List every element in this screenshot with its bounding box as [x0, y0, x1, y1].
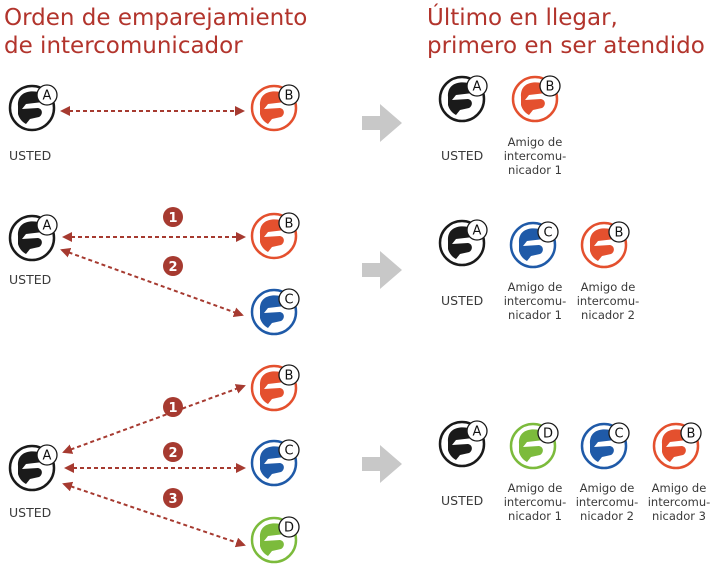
friend-label-1: Amigo de intercomu- nicador 1: [504, 280, 567, 322]
helmet-letter-c: C: [543, 226, 552, 241]
order-badge-1: 1: [163, 207, 183, 227]
order-badge-2: 2: [163, 442, 183, 462]
friend-label-line: nicador 2: [581, 308, 635, 322]
friend-label-line: Amigo de: [581, 280, 636, 294]
friend-label-line: intercomu-: [577, 294, 640, 308]
helmet-letter-b: B: [687, 427, 696, 442]
row-1-right: A USTED B Amigo de intercomu- nicador 1: [438, 75, 567, 177]
order-badge-3: 3: [163, 488, 183, 508]
helmet-b-icon: B: [250, 84, 300, 132]
friend-label-line: nicador 2: [580, 509, 634, 523]
friend-label-line: nicador 1: [508, 308, 562, 322]
title-last-come-first-served: Último en llegar, primero en ser atendid…: [427, 4, 705, 60]
friend-label-line: intercomu-: [504, 294, 567, 308]
friend-label-1: Amigo de intercomu- nicador 1: [504, 481, 567, 523]
title-pairing-order-line-2: de intercomunicador: [4, 33, 243, 59]
helmet-letter-a: A: [43, 89, 52, 104]
you-label: USTED: [9, 505, 51, 520]
title-pairing-order-line-1: Orden de emparejamiento: [4, 5, 308, 31]
helmet-d-icon: D: [250, 516, 300, 564]
friend-label-line: nicador 1: [508, 509, 562, 523]
friend-label-line: nicador 3: [652, 509, 706, 523]
friend-label-line: intercomu-: [648, 495, 711, 509]
title-pairing-order: Orden de emparejamiento de intercomunica…: [4, 4, 307, 60]
order-number: 1: [168, 211, 177, 226]
link-arrow-a-b: [62, 384, 246, 454]
order-badge-1: 1: [163, 397, 183, 417]
friend-label-1: Amigo de intercomu- nicador 1: [504, 135, 567, 177]
friend-label-line: Amigo de: [580, 481, 635, 495]
helmet-letter-d: D: [543, 427, 553, 442]
you-label: USTED: [441, 493, 483, 508]
order-number: 2: [168, 446, 177, 461]
helmet-c-icon: C: [250, 288, 300, 336]
friend-label-2: Amigo de intercomu- nicador 2: [577, 280, 640, 322]
order-number: 1: [168, 401, 177, 416]
result-arrow-icon: [362, 104, 402, 142]
friend-label-line: intercomu-: [576, 495, 639, 509]
result-arrow-icon: [362, 251, 402, 289]
helmet-b-icon: B: [652, 422, 702, 470]
you-label: USTED: [9, 148, 51, 163]
row-2-right: A USTED C B Amigo de intercomu- nicador …: [438, 219, 640, 322]
helmet-letter-a: A: [473, 224, 482, 239]
helmet-you-icon: A: [8, 84, 58, 132]
result-arrow-icon: [362, 445, 402, 483]
row-2-left: A USTED 1 2 B C: [8, 207, 300, 336]
helmet-letter-a: A: [43, 449, 52, 464]
helmet-letter-d: D: [284, 521, 294, 536]
helmet-letter-a: A: [43, 219, 52, 234]
order-number: 2: [168, 260, 177, 275]
helmet-letter-a: A: [473, 80, 482, 95]
friend-label-2: Amigo de intercomu- nicador 2: [576, 481, 639, 523]
you-label: USTED: [441, 293, 483, 308]
link-arrow-a-d: [62, 481, 246, 548]
helmet-b-icon: B: [250, 364, 300, 412]
helmet-d-icon: D: [509, 422, 559, 470]
helmet-letter-c: C: [614, 427, 623, 442]
title-last-come-line-1: Último en llegar,: [427, 5, 618, 31]
helmet-b-icon: B: [250, 212, 300, 260]
row-3-left: A USTED 1 2 3 B C: [8, 364, 300, 564]
helmet-letter-b: B: [285, 89, 294, 104]
helmet-c-icon: C: [250, 439, 300, 487]
helmet-letter-c: C: [284, 293, 293, 308]
helmet-c-icon: C: [509, 221, 559, 269]
helmet-letter-b: B: [615, 226, 624, 241]
helmet-letter-a: A: [473, 425, 482, 440]
friend-label-line: Amigo de: [652, 481, 707, 495]
helmet-you-icon: A: [438, 420, 488, 468]
friend-label-line: intercomu-: [504, 149, 567, 163]
row-3-right: A USTED D C B Amigo de intercomu- nicado…: [438, 420, 711, 523]
helmet-you-icon: A: [438, 219, 488, 267]
friend-label-line: Amigo de: [508, 481, 563, 495]
helmet-b-icon: B: [511, 75, 561, 123]
helmet-letter-c: C: [284, 444, 293, 459]
helmet-letter-b: B: [285, 217, 294, 232]
friend-label-line: nicador 1: [508, 163, 562, 177]
order-number: 3: [168, 492, 177, 507]
helmet-you-icon: A: [8, 214, 58, 262]
row-1-left: A USTED B: [8, 84, 300, 163]
helmet-letter-b: B: [546, 80, 555, 95]
link-arrow-a-c: [60, 248, 244, 317]
title-last-come-line-2: primero en ser atendido: [427, 33, 705, 59]
helmet-letter-b: B: [285, 369, 294, 384]
friend-label-line: Amigo de: [508, 280, 563, 294]
you-label: USTED: [9, 272, 51, 287]
helmet-c-icon: C: [580, 422, 630, 470]
you-label: USTED: [441, 148, 483, 163]
helmet-you-icon: A: [438, 75, 488, 123]
order-badge-2: 2: [163, 256, 183, 276]
helmet-b-icon: B: [580, 221, 630, 269]
friend-label-line: intercomu-: [504, 495, 567, 509]
helmet-you-icon: A: [8, 444, 58, 492]
friend-label-line: Amigo de: [508, 135, 563, 149]
friend-label-3: Amigo de intercomu- nicador 3: [648, 481, 711, 523]
